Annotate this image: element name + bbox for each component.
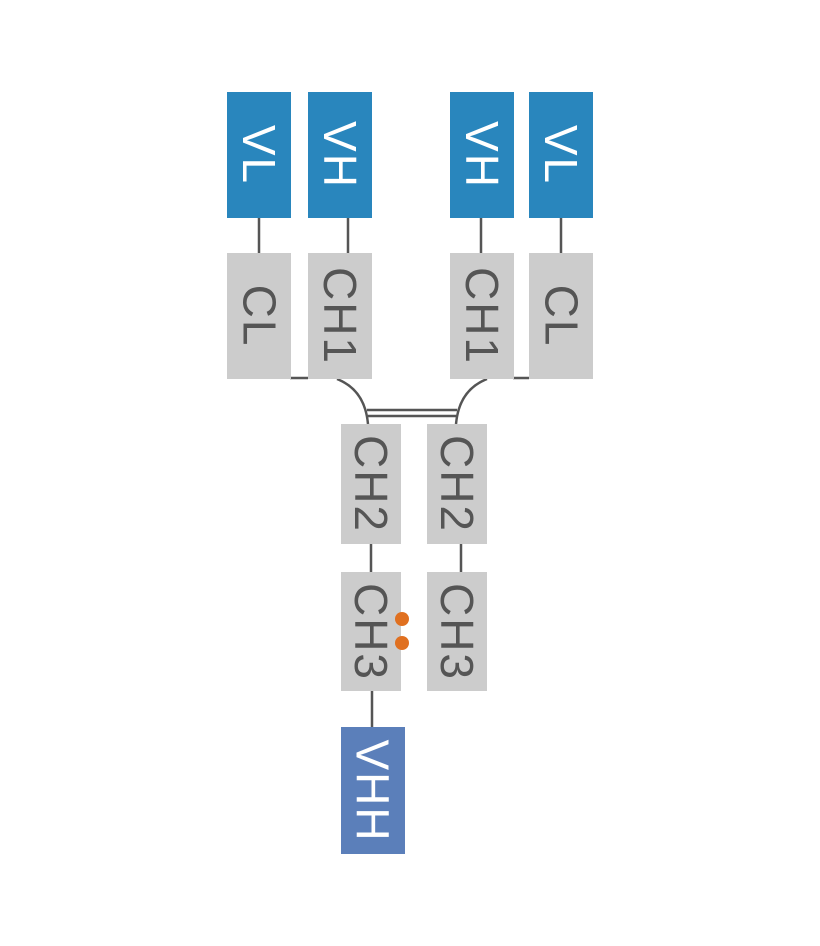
domain-label: CL <box>535 284 587 348</box>
domain-label: VH <box>456 121 508 189</box>
right-hinge-curve <box>454 377 488 425</box>
left-vl-domain: VL <box>227 92 291 218</box>
domain-label: CH2 <box>345 434 397 534</box>
left-ch2-domain: CH2 <box>341 424 401 544</box>
domain-label: CH1 <box>314 266 366 366</box>
right-vh-domain: VH <box>450 92 514 218</box>
left-vh-domain: VH <box>308 92 372 218</box>
disulfide-dot <box>395 612 409 626</box>
domain-label: CH1 <box>456 266 508 366</box>
domain-label: CL <box>233 284 285 348</box>
domain-label: CH3 <box>345 582 397 681</box>
domain-label: CH2 <box>431 434 483 534</box>
domain-label: VH <box>314 121 366 189</box>
right-ch2-domain: CH2 <box>427 424 487 544</box>
left-hinge-curve <box>336 377 370 425</box>
right-vl-domain: VL <box>529 92 593 218</box>
disulfide-dot <box>395 636 409 650</box>
right-ch1-domain: CH1 <box>450 253 514 379</box>
domain-label: VL <box>534 124 587 186</box>
left-cl-domain: CL <box>227 253 291 379</box>
domain-label: VL <box>232 124 285 186</box>
domain-label: VHH <box>347 738 399 843</box>
left-ch3-domain: CH3 <box>341 572 401 691</box>
vhh-domain: VHH <box>341 727 405 854</box>
right-cl-domain: CL <box>529 253 593 379</box>
left-ch1-domain: CH1 <box>308 253 372 379</box>
right-ch3-domain: CH3 <box>427 572 487 691</box>
domain-label: CH3 <box>431 582 483 681</box>
